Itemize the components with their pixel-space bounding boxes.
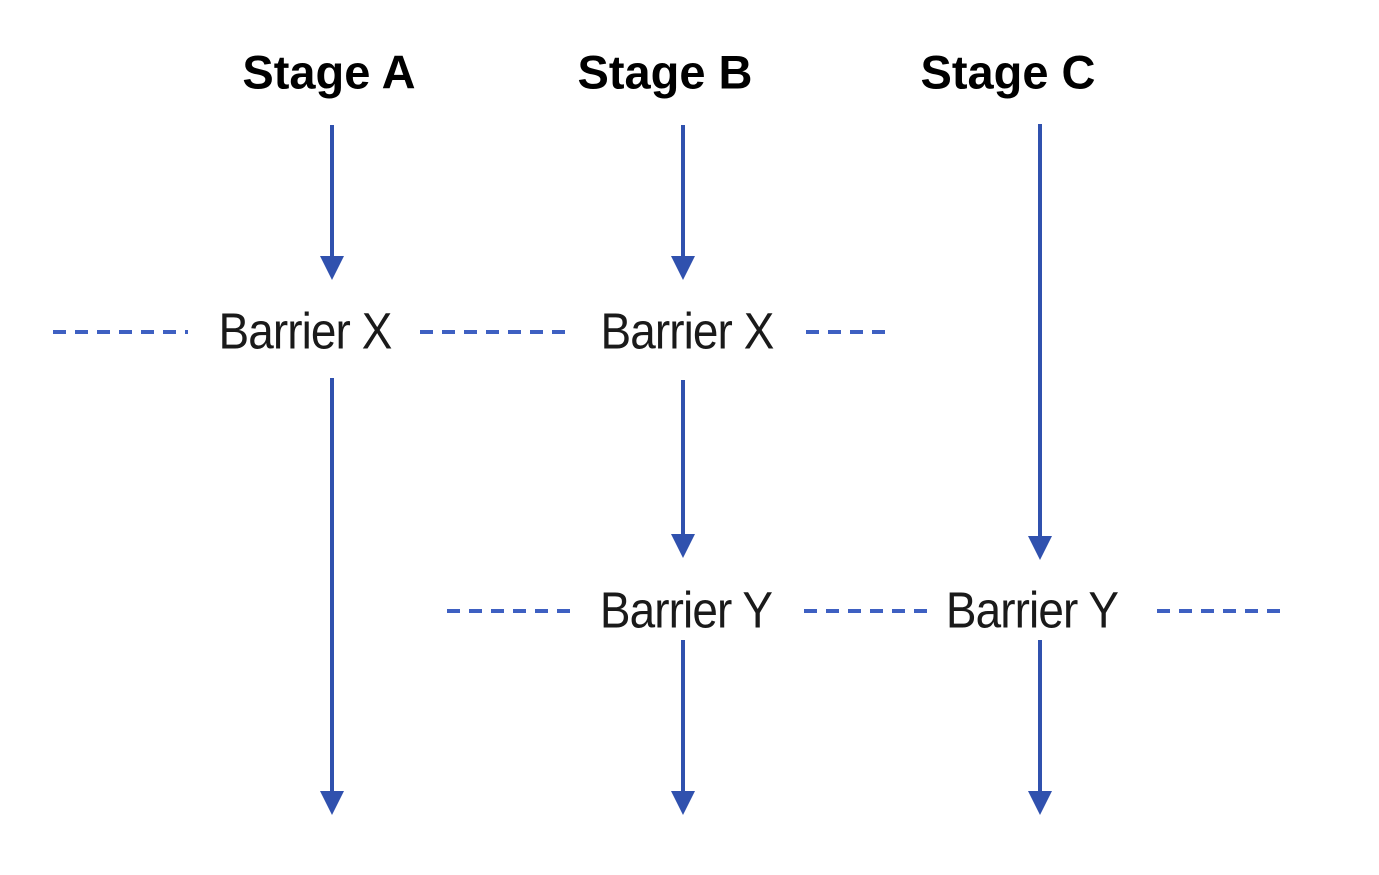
stage-a-arrow-top-head-icon: [320, 256, 344, 280]
barrier-x-label-stage-a: Barrier X: [218, 302, 393, 360]
stage-b-arrow-bottom-head-icon: [671, 791, 695, 815]
stage-b-label: Stage B: [577, 45, 753, 99]
barrier-y-label-stage-b: Barrier Y: [599, 581, 773, 639]
barrier-x-label-stage-b: Barrier X: [600, 302, 775, 360]
stage-c-arrow-top-head-icon: [1028, 536, 1052, 560]
barrier-y-label-stage-c: Barrier Y: [945, 581, 1119, 639]
stage-a-label: Stage A: [242, 45, 416, 99]
stage-c-label: Stage C: [920, 45, 1096, 99]
stage-b-arrow-middle-head-icon: [671, 534, 695, 558]
stage-b-arrow-top-head-icon: [671, 256, 695, 280]
stage-c-arrow-bottom-head-icon: [1028, 791, 1052, 815]
stage-a-arrow-bottom-head-icon: [320, 791, 344, 815]
